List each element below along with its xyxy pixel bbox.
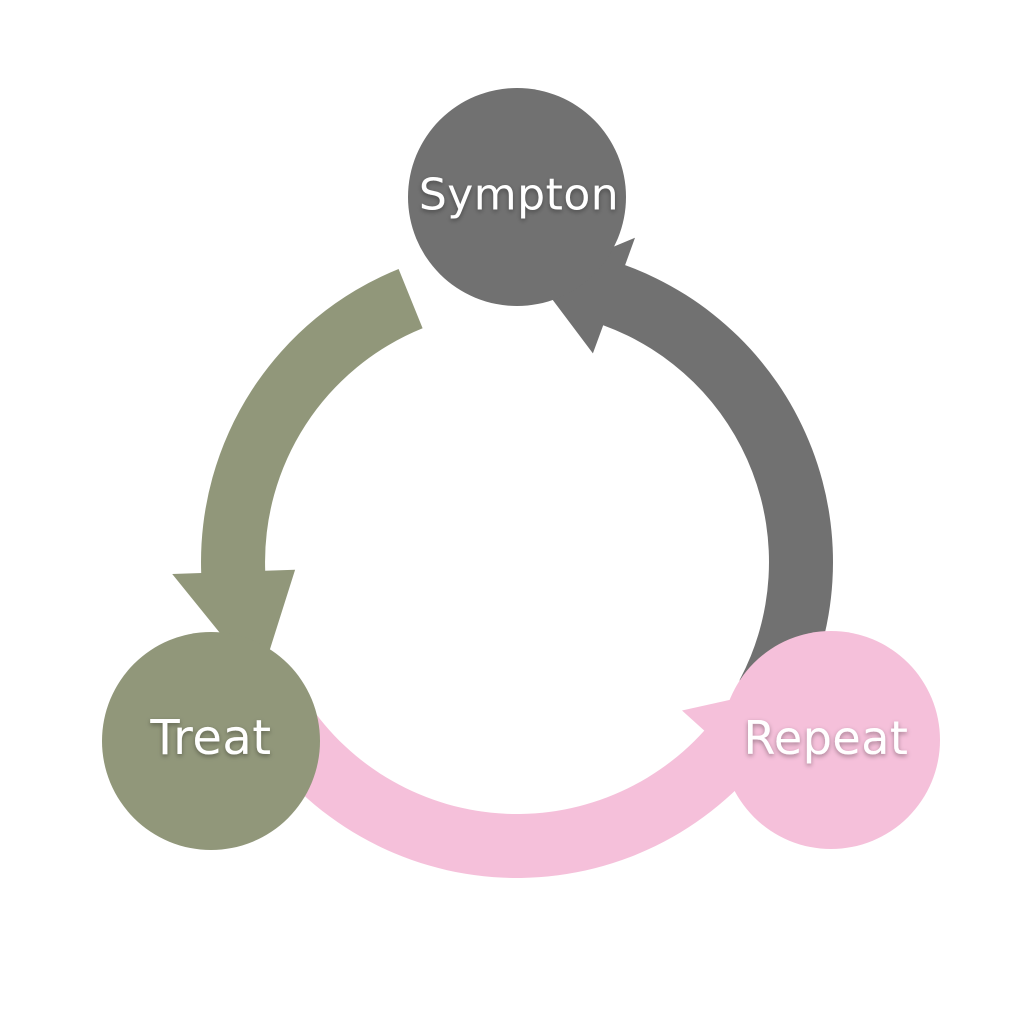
node-treat-circle bbox=[102, 632, 320, 850]
node-sympton: Sympton bbox=[408, 88, 626, 306]
node-sympton-label: Sympton bbox=[419, 170, 619, 221]
node-treat: Treat bbox=[102, 632, 320, 850]
node-repeat-label: Repeat bbox=[744, 711, 909, 765]
node-repeat-circle bbox=[722, 631, 940, 849]
arrow-repeat-to-sympton bbox=[536, 237, 833, 711]
arrow-sympton-to-treat bbox=[172, 269, 423, 682]
node-treat-label: Treat bbox=[149, 710, 271, 766]
node-sympton-circle bbox=[408, 88, 626, 306]
arrow-treat-to-repeat bbox=[243, 688, 774, 878]
node-repeat: Repeat bbox=[722, 631, 940, 849]
